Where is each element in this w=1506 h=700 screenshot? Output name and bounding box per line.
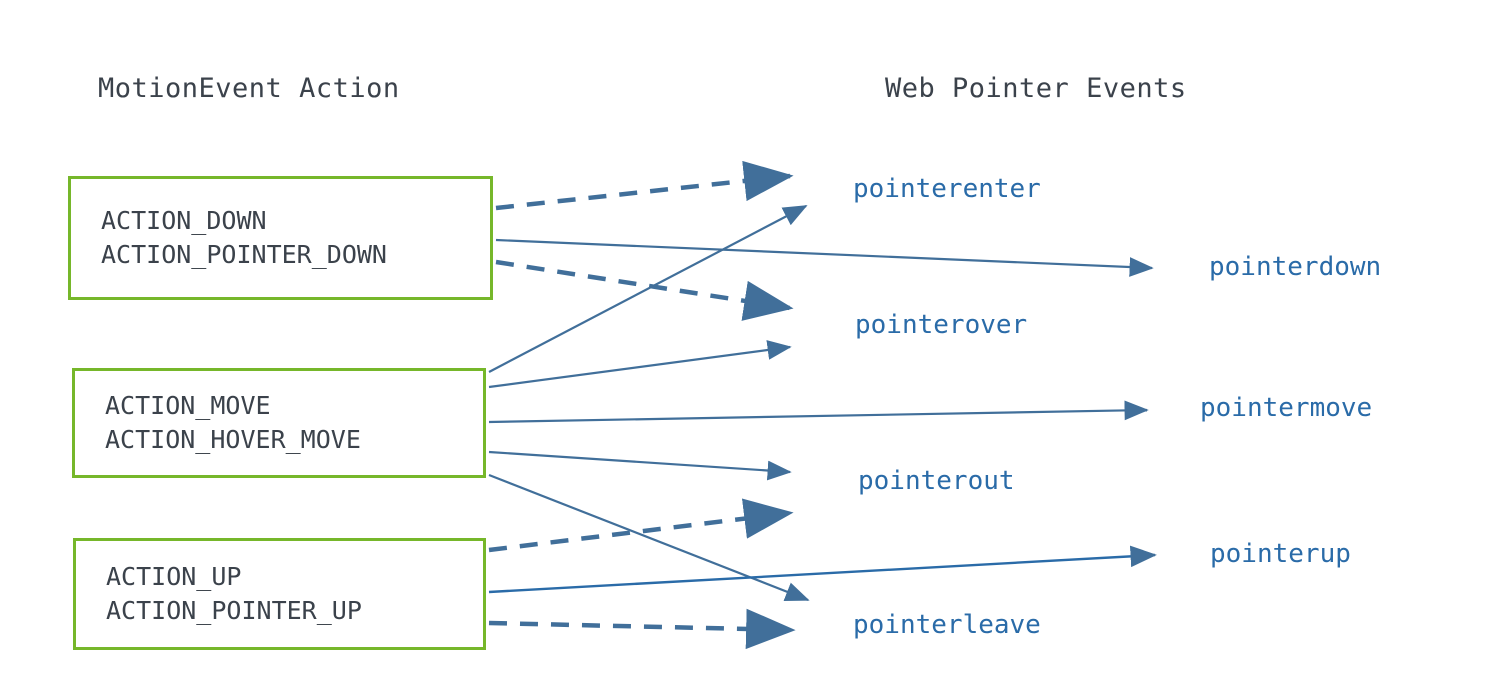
- action-box-down-line-1: ACTION_DOWN: [101, 206, 267, 235]
- connector-move-to-pointerenter: [488, 205, 808, 373]
- event-label-pointerover: pointerover: [855, 310, 1028, 340]
- event-label-pointermove: pointermove: [1200, 393, 1373, 423]
- event-label-pointerenter: pointerenter: [853, 174, 1041, 204]
- event-label-pointerout: pointerout: [858, 466, 1015, 496]
- connector-move-to-pointerover: [488, 340, 792, 389]
- connector-move-to-pointerleave: [488, 473, 810, 602]
- action-box-move[interactable]: ACTION_MOVE ACTION_HOVER_MOVE: [72, 368, 486, 478]
- action-box-down[interactable]: ACTION_DOWN ACTION_POINTER_DOWN: [68, 176, 493, 300]
- action-box-up-line-2: ACTION_POINTER_UP: [106, 596, 362, 625]
- connector-up-to-pointerup: [488, 545, 1157, 594]
- action-box-move-line-2: ACTION_HOVER_MOVE: [105, 425, 361, 454]
- event-label-pointerup: pointerup: [1210, 539, 1351, 569]
- column-header-web-pointer-events: Web Pointer Events: [885, 73, 1187, 104]
- connector-up-to-pointerout: [488, 498, 794, 553]
- connector-down-to-pointerenter: [495, 160, 794, 211]
- event-label-pointerleave: pointerleave: [853, 610, 1041, 640]
- action-box-up-line-1: ACTION_UP: [106, 562, 242, 591]
- action-box-up[interactable]: ACTION_UP ACTION_POINTER_UP: [73, 538, 486, 650]
- column-header-motionevent-action: MotionEvent Action: [98, 73, 400, 104]
- connector-up-to-pointerleave: [488, 608, 796, 650]
- connector-move-to-pointermove: [488, 400, 1149, 424]
- action-box-down-line-2: ACTION_POINTER_DOWN: [101, 240, 387, 269]
- action-box-move-line-1: ACTION_MOVE: [105, 391, 271, 420]
- connector-down-to-pointerdown: [495, 238, 1154, 277]
- connector-move-to-pointerout: [488, 450, 792, 481]
- event-label-pointerdown: pointerdown: [1209, 252, 1382, 282]
- connector-down-to-pointerover: [495, 259, 794, 321]
